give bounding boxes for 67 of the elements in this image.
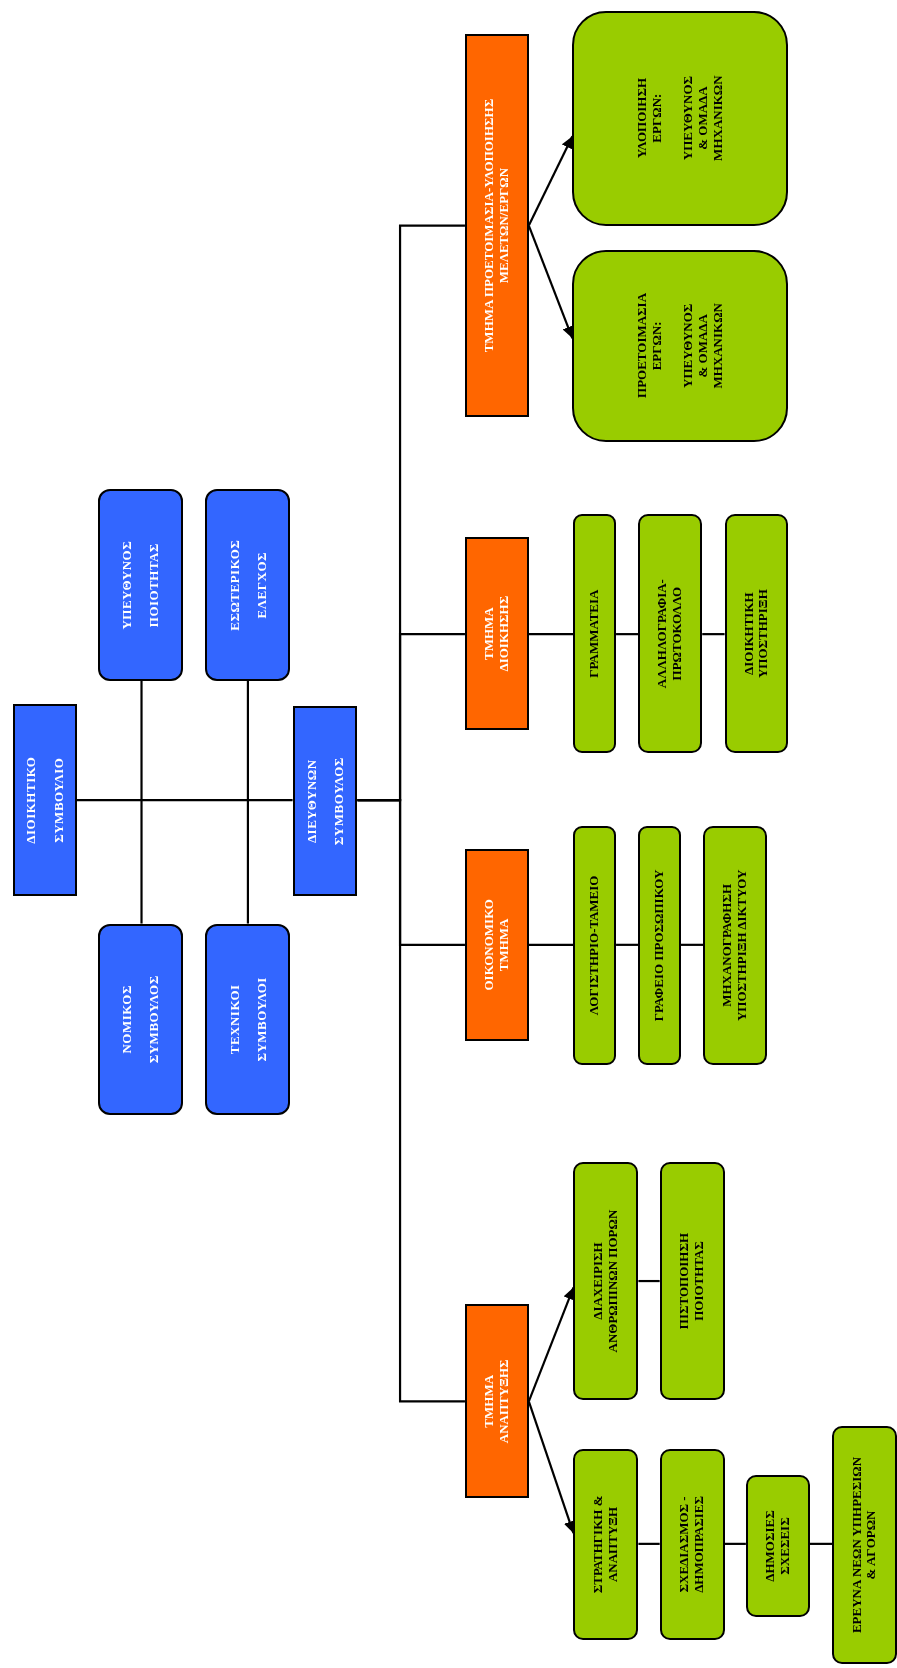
department-box <box>464 849 529 1041</box>
box-label: ΠΙΣΤΟΠΟΙΗΣΗ ΠΟΙΟΤΗΤΑΣ <box>677 1232 708 1330</box>
management-box <box>292 706 358 896</box>
connector-line <box>616 633 639 636</box>
box-label: ΛΟΓΙΣΤΗΡΙΟ-ΤΑΜΕΙΟ <box>587 875 603 1016</box>
box-label: ΥΠΕΥΘΥΝΟΣ & ΟΜΑΔΑ ΜΗΧΑΝΙΚΩΝ <box>680 75 726 161</box>
box-label: ΟΙΚΟΝΟΜΙΚΟ ΤΜΗΜΑ <box>481 899 512 991</box>
department-box <box>464 1304 529 1499</box>
unit-box <box>572 250 789 442</box>
box-label: ΤΜΗΜΑ ΠΡΟΕΤΟΙΜΑΣΙΑ-ΥΛΟΠΟΙΗΣΗΣ ΜΕΛΕΤΩΝ/ΕΡΓΩΝ <box>481 97 512 355</box>
box-label: ΓΡΑΜΜΑΤΕΙΑ <box>587 589 603 678</box>
arrow <box>527 135 574 227</box>
unit-box <box>745 1474 810 1618</box>
management-box <box>205 923 291 1116</box>
box-label: ΠΡΟΕΤΟΙΜΑΣΙΑ ΕΡΓΩΝ: <box>635 293 665 398</box>
arrow <box>527 1287 575 1402</box>
box-label: ΣΧΕΔΙΑΣΜΟΣ - ΔΗΜΟΠΡΑΣΙΕΣ <box>677 1494 708 1595</box>
box-label: ΥΠΕΥΘΥΝΟΣ ΠΟΙΟΤΗΤΑΣ <box>118 540 163 630</box>
unit-box <box>832 1425 897 1665</box>
department-box <box>464 537 529 730</box>
box-label: ΣΤΡΑΤΗΓΙΚΗ & ΑΝΑΠΤΥΞΗ <box>591 1494 621 1596</box>
connector-line <box>76 799 293 802</box>
unit-box <box>573 1449 639 1640</box>
management-box <box>97 489 183 681</box>
connector-line <box>809 1542 833 1545</box>
connector-line <box>246 680 249 924</box>
management-box <box>97 923 183 1116</box>
unit-box <box>638 513 703 754</box>
management-box <box>12 704 77 896</box>
connector-line <box>528 943 574 946</box>
unit-box <box>703 825 768 1066</box>
box-label: ΤΕΧΝΙΚΟΙ ΣΥΜΒΟΥΛΟΙ <box>225 977 270 1062</box>
box-label: ΔΗΜΟΣΙΕΣ ΣΧΕΣΕΙΣ <box>762 1510 793 1582</box>
box-label: ΔΙΕΥΘΥΝΩΝ ΣΥΜΒΟΥΛΟΣ <box>302 757 348 846</box>
unit-box <box>573 1161 639 1401</box>
connector-line <box>638 1279 660 1283</box>
box-label: ΜΗΧΑΝΟΓΡΑΦΗΣΗ ΥΠΟΣΤΗΡΙΞΗ ΔΙΚΤΥΟΥ <box>720 868 751 1024</box>
connector-line <box>528 633 574 636</box>
connector-line <box>724 1542 746 1545</box>
box-label: ΕΣΩΤΕΡΙΚΟΣ ΕΛΕΓΧΟΣ <box>225 539 270 631</box>
unit-box <box>724 513 789 754</box>
unit-box <box>659 1161 725 1401</box>
box-label: ΥΛΟΠΟΙΗΣΗ ΕΡΓΩΝ: <box>635 77 665 159</box>
connector-line <box>357 799 465 1403</box>
box-label: ΑΛΛΗΛΟΓΡΑΦΙΑ-ΠΡΩΤΟΚΟΛΛΟ <box>655 579 686 689</box>
connector-line <box>702 633 725 636</box>
unit-box <box>572 10 789 226</box>
connector-line <box>616 943 639 946</box>
box-label: ΔΙΟΙΚΗΤΙΚΟ ΣΥΜΒΟΥΛΙΟ <box>22 756 67 844</box>
box-label: ΤΜΗΜΑ ΑΝΑΠΤΥΞΗΣ <box>481 1359 512 1444</box>
unit-box <box>573 825 617 1066</box>
arrow <box>527 225 574 339</box>
box-label: ΔΙΑΧΕΙΡΙΣΗ ΑΝΘΡΩΠΙΝΩΝ ΠΟΡΩΝ <box>591 1208 621 1355</box>
management-box <box>205 489 291 681</box>
unit-box <box>659 1449 725 1640</box>
box-label: ΔΙΟΙΚΗΤΙΚΗ ΥΠΟΣΤΗΡΙΞΗ <box>741 589 772 679</box>
connector-line <box>680 943 704 946</box>
box-label: ΝΟΜΙΚΟΣ ΣΥΜΒΟΥΛΟΣ <box>118 975 163 1064</box>
unit-box <box>573 513 617 754</box>
department-box <box>464 34 529 418</box>
connector-line <box>140 680 143 924</box>
box-label: ΓΡΑΦΕΙΟ ΠΡΟΣΩΠΙΚΟΥ <box>652 869 668 1022</box>
connector-line <box>638 1542 660 1545</box>
unit-box <box>638 825 681 1066</box>
box-label: ΕΡΕΥΝΑ ΝΕΩΝ ΥΠΗΡΕΣΙΩΝ & ΑΓΟΡΩΝ <box>849 1455 880 1636</box>
box-label: ΤΜΗΜΑ ΔΙΟΙΚΗΣΗΣ <box>481 595 512 672</box>
box-label: ΥΠΕΥΘΥΝΟΣ & ΟΜΑΔΑ ΜΗΧΑΝΙΚΩΝ <box>680 303 726 389</box>
